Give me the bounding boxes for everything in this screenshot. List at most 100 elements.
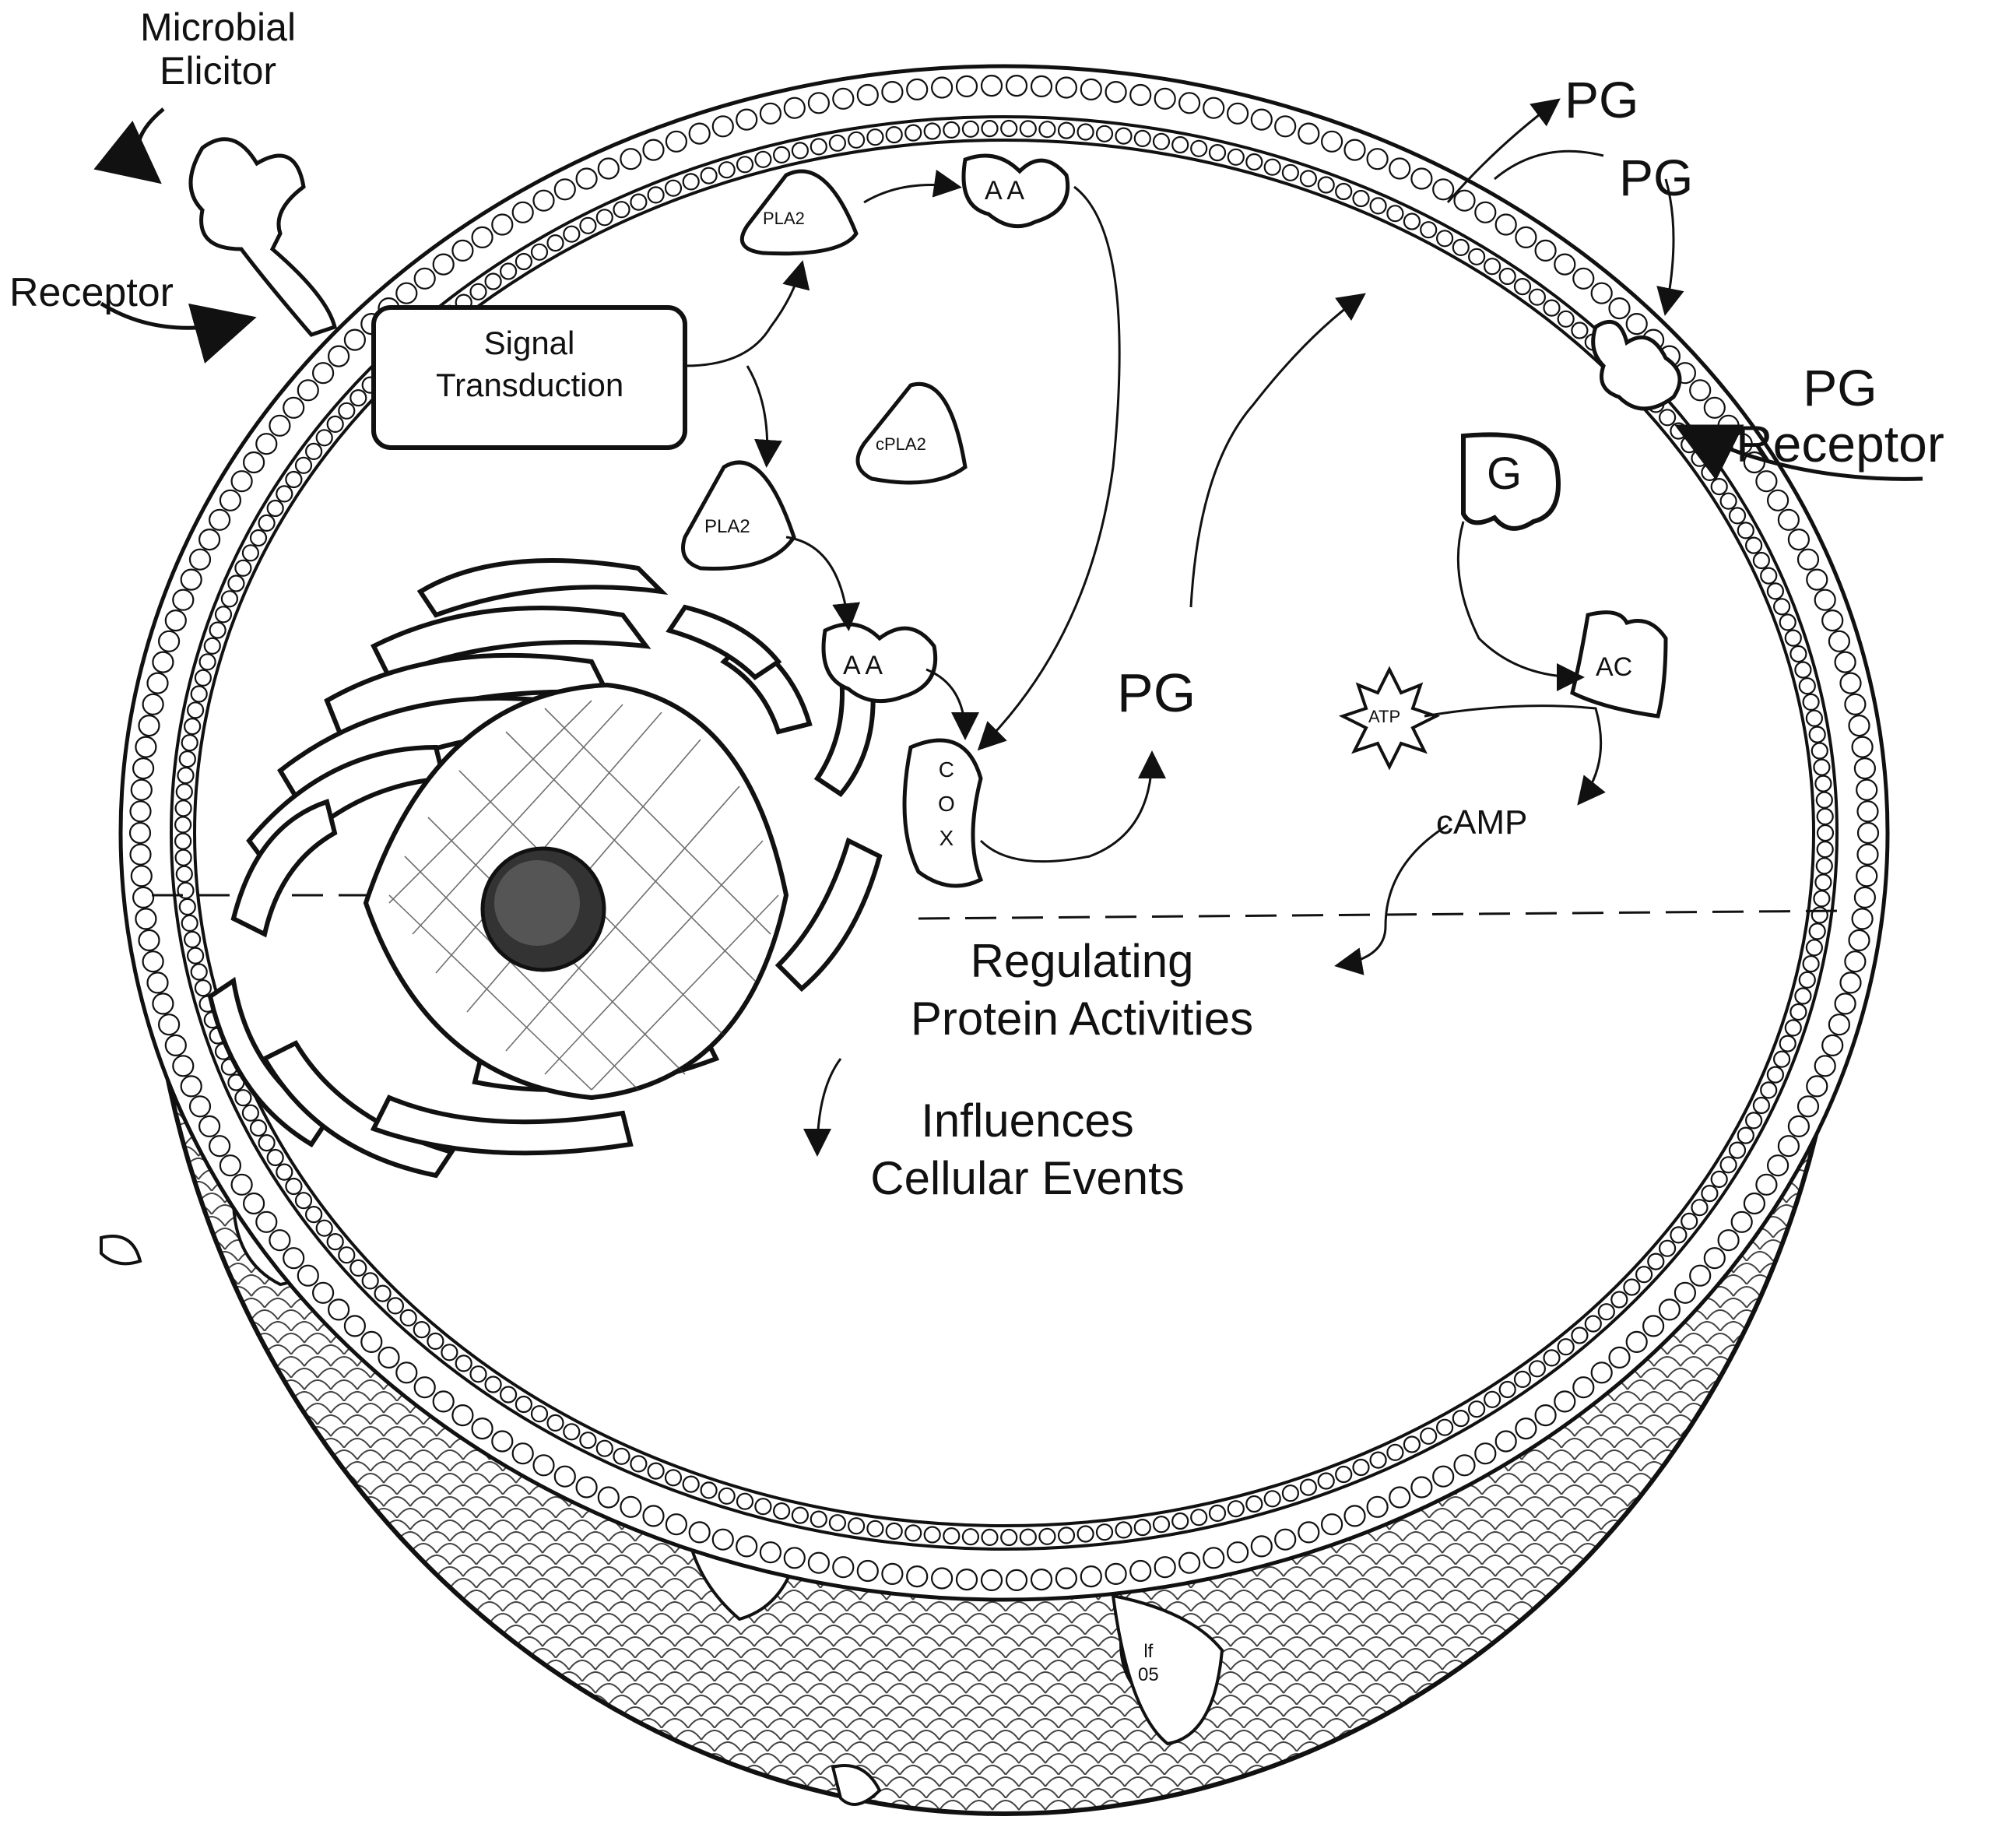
lipid-head xyxy=(209,508,231,531)
lipid-head xyxy=(1410,1476,1433,1498)
pg-receptor-line-1: PG xyxy=(1803,359,1877,416)
microbial-elicitor-line-2: Elicitor xyxy=(160,49,277,93)
lipid-head xyxy=(1701,1184,1719,1203)
lipid-head xyxy=(266,1148,284,1167)
lipid-head xyxy=(1856,778,1878,801)
lipid-head xyxy=(1814,589,1836,611)
lipid-head xyxy=(1298,1521,1320,1544)
lipid-head xyxy=(1317,176,1335,194)
lipid-head xyxy=(361,1272,379,1290)
lipid-head xyxy=(981,120,999,138)
lipid-head xyxy=(1389,1486,1411,1509)
signal-transduction-line-2: Transduction xyxy=(436,367,624,403)
lipid-head xyxy=(807,92,831,114)
lipid-head xyxy=(194,979,212,997)
lipid-head xyxy=(930,1567,954,1590)
lipid-head xyxy=(1796,1095,1820,1118)
lipid-head xyxy=(783,1547,806,1569)
lipid-head xyxy=(1816,840,1834,859)
lipid-head xyxy=(315,429,333,447)
lipid-head xyxy=(1719,1156,1737,1174)
lipid-head xyxy=(1534,1404,1557,1427)
nucleus xyxy=(363,682,789,1101)
lipid-head xyxy=(700,167,718,184)
lipid-head xyxy=(1154,87,1176,110)
pg-receptor-line-2: Receptor xyxy=(1736,415,1944,473)
lipid-head xyxy=(1403,1435,1421,1453)
regulating-line-2: Protein Activities xyxy=(910,993,1254,1045)
lipid-head xyxy=(1789,645,1807,663)
lipid-head xyxy=(441,1344,458,1361)
lipid-head xyxy=(258,514,276,532)
lipid-head xyxy=(511,201,534,223)
lipid-head xyxy=(955,75,978,98)
lipid-head xyxy=(194,669,212,687)
lipid-head xyxy=(1038,121,1056,139)
plasma-membrane xyxy=(118,64,1890,1602)
lipid-head xyxy=(1814,775,1832,792)
lipid-head xyxy=(579,216,597,234)
lipid-head xyxy=(1320,1513,1343,1536)
lipid-head xyxy=(209,1135,231,1158)
lipid-head xyxy=(1038,1527,1056,1545)
lipid-head xyxy=(1691,1199,1709,1217)
lipid-head xyxy=(129,843,152,866)
lipid-head xyxy=(1435,230,1454,248)
lipid-head xyxy=(856,83,879,107)
lipid-head xyxy=(1717,1229,1740,1252)
lipid-head xyxy=(642,139,665,161)
lipid-head xyxy=(1263,1490,1281,1508)
lipid-head xyxy=(1659,1239,1677,1257)
lipid-head xyxy=(961,120,980,138)
receptor-protein xyxy=(188,137,337,337)
lipid-head xyxy=(174,832,192,850)
lipid-head xyxy=(198,528,221,551)
lipid-head xyxy=(469,283,487,300)
lipid-head xyxy=(1057,1527,1076,1544)
lipid-head xyxy=(1808,726,1826,743)
lipid-head xyxy=(1227,1500,1245,1518)
lipid-head xyxy=(219,1154,241,1177)
lipid-head xyxy=(1133,129,1151,147)
lipid-head xyxy=(184,717,202,736)
lipid-head xyxy=(432,253,455,276)
lipid-head xyxy=(1571,321,1589,339)
lipid-head xyxy=(1689,1264,1712,1287)
lipid-head xyxy=(1752,551,1770,570)
lipid-head xyxy=(1467,1400,1486,1418)
lipid-head xyxy=(214,606,233,624)
lipid-head xyxy=(595,209,613,227)
lipid-head xyxy=(1828,1014,1850,1036)
atp-label: ATP xyxy=(1368,707,1401,726)
lipid-head xyxy=(172,1055,195,1077)
lipid-head xyxy=(981,1528,999,1547)
lipid-head xyxy=(754,150,772,168)
lipid-head xyxy=(471,226,493,248)
lipid-head xyxy=(1802,954,1820,973)
lipid-head xyxy=(1766,582,1784,600)
lipid-head xyxy=(146,672,169,694)
lipid-head xyxy=(1755,1173,1778,1196)
lipid-head xyxy=(1745,536,1763,554)
lipid-head xyxy=(1263,158,1281,176)
lipid-head xyxy=(152,993,174,1015)
lipid-head xyxy=(1856,800,1879,823)
lipid-head xyxy=(164,1034,187,1057)
lipid-head xyxy=(258,1133,276,1152)
lipid-head xyxy=(1281,163,1300,181)
lipid-head xyxy=(1674,1281,1696,1304)
lipid-head xyxy=(343,1315,366,1337)
lipid-head xyxy=(269,414,291,437)
lipid-head xyxy=(1076,123,1094,141)
lipid-head xyxy=(349,1259,367,1277)
lipid-head xyxy=(546,1414,564,1432)
lipid-head xyxy=(772,146,791,163)
lipid-head xyxy=(234,1089,252,1107)
lipid-head xyxy=(349,389,367,407)
lipid-head xyxy=(1794,987,1812,1005)
lipid-head xyxy=(220,590,238,608)
lipid-head xyxy=(885,126,903,144)
lipid-head xyxy=(138,714,160,737)
lipid-head xyxy=(955,1568,978,1591)
